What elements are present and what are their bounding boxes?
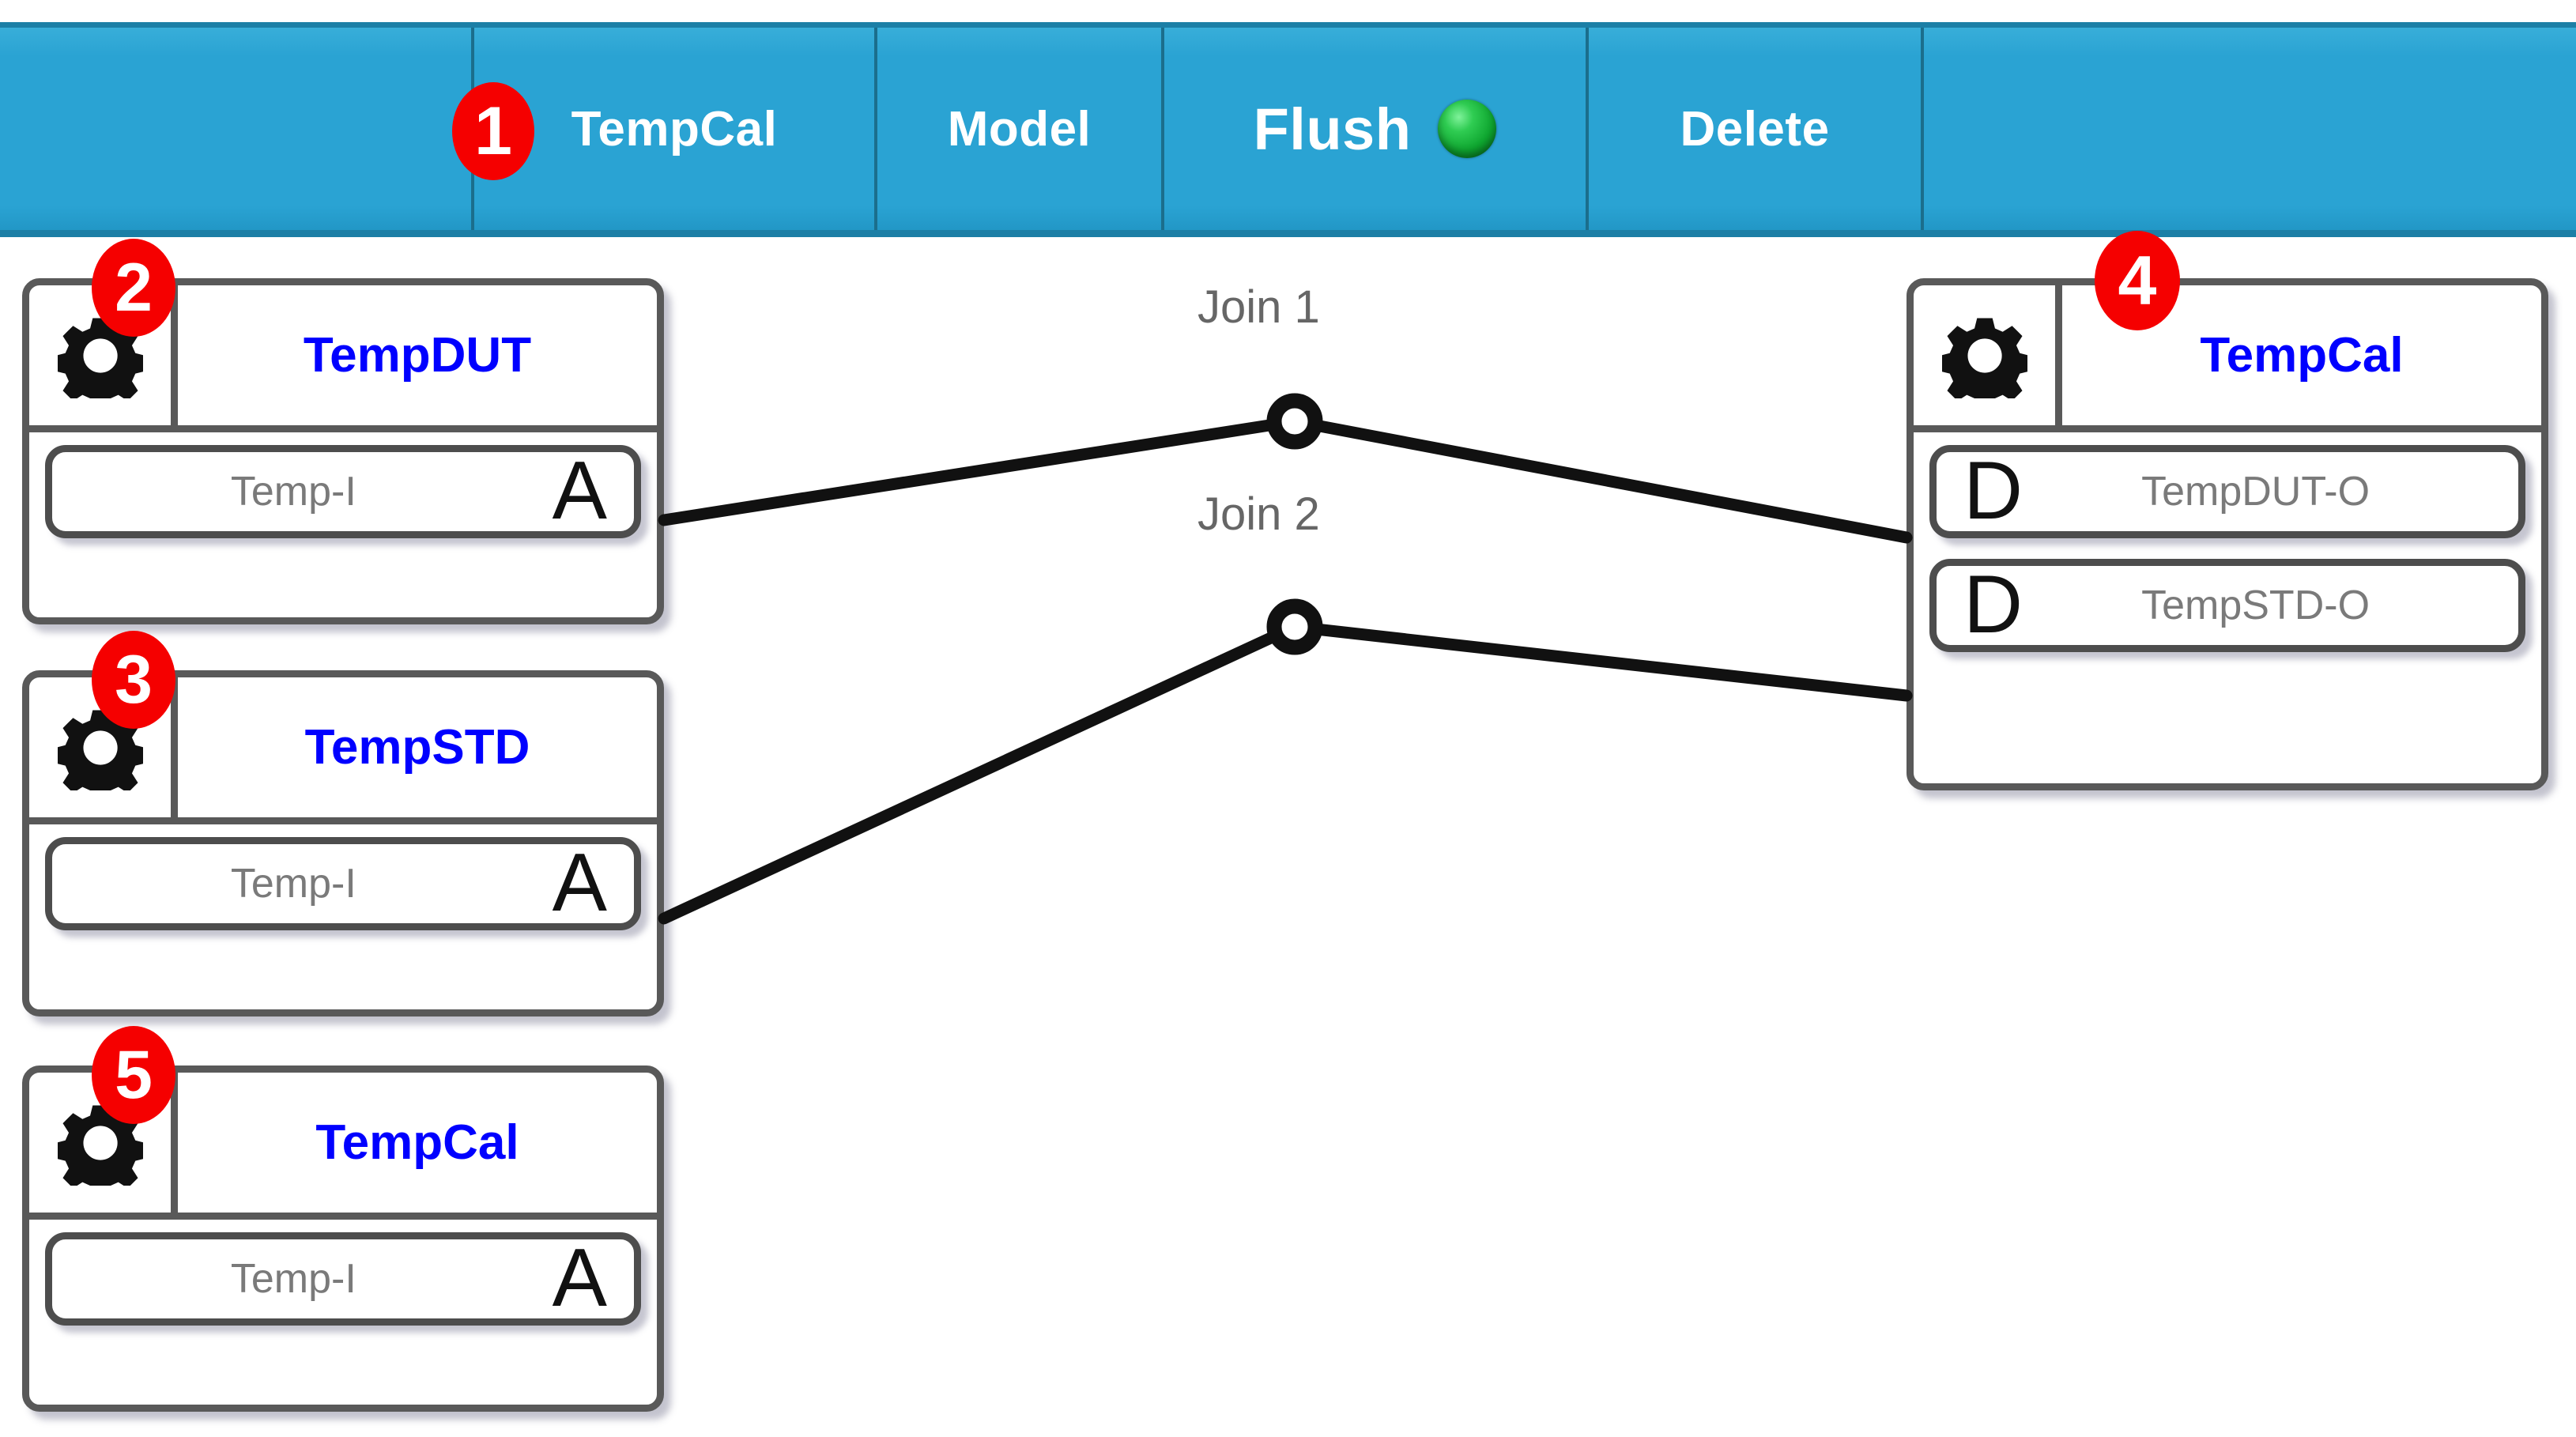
annotation-badge-4-number: 4 bbox=[2118, 241, 2157, 319]
node-body: Temp-I A bbox=[29, 824, 657, 945]
wire-tempstd-to-join2 bbox=[658, 620, 1301, 925]
node-settings-button-tempstd[interactable] bbox=[29, 677, 178, 817]
toolbar-item-tempcal[interactable]: TempCal bbox=[474, 28, 877, 230]
wire-join2-to-tempstd-o bbox=[1288, 620, 1913, 702]
node-title-tempcal-left: TempCal bbox=[315, 1115, 519, 1170]
node-body: Temp-I A bbox=[29, 432, 657, 553]
gear-icon bbox=[1941, 317, 2027, 398]
node-title-tempstd: TempSTD bbox=[304, 720, 530, 775]
node-title-tempdut: TempDUT bbox=[303, 328, 532, 383]
node-header: TempCal bbox=[1914, 285, 2541, 432]
toolbar-item-delete-label: Delete bbox=[1680, 101, 1830, 157]
join-1-label: Join 1 bbox=[1197, 281, 1320, 333]
wire-join1-to-tempdut-o bbox=[1288, 415, 1913, 544]
port-label: Temp-I bbox=[230, 1256, 356, 1302]
analog-port-glyph: A bbox=[552, 837, 607, 930]
port-temp-i-tempstd[interactable]: Temp-I A bbox=[45, 837, 641, 930]
join-node-2[interactable] bbox=[1266, 598, 1323, 655]
digital-port-glyph: D bbox=[1963, 445, 2023, 537]
annotation-badge-5: 5 bbox=[92, 1026, 175, 1124]
toolbar-item-delete[interactable]: Delete bbox=[1589, 28, 1924, 230]
annotation-badge-3-number: 3 bbox=[115, 642, 153, 718]
node-settings-button-tempcal-left[interactable] bbox=[29, 1073, 178, 1213]
toolbar-spacer-right bbox=[1924, 28, 2576, 230]
gear-icon bbox=[57, 709, 143, 790]
port-label: Temp-I bbox=[230, 469, 356, 515]
node-card-tempstd[interactable]: TempSTD Temp-I A bbox=[22, 670, 664, 1016]
toolbar-item-model-label: Model bbox=[947, 101, 1092, 157]
annotation-badge-2-number: 2 bbox=[115, 250, 153, 326]
node-body: Temp-I A bbox=[29, 1220, 657, 1340]
analog-port-glyph: A bbox=[552, 1232, 607, 1325]
annotation-badge-1-number: 1 bbox=[474, 93, 512, 169]
digital-port-glyph: D bbox=[1963, 559, 2023, 651]
node-title-tempcal-right: TempCal bbox=[2200, 328, 2404, 383]
annotation-badge-4: 4 bbox=[2095, 231, 2180, 330]
node-card-tempcal-right[interactable]: TempCal D TempDUT-O D TempSTD-O bbox=[1907, 278, 2548, 790]
toolbar-item-model[interactable]: Model bbox=[877, 28, 1164, 230]
node-title-cell: TempSTD bbox=[178, 677, 657, 817]
node-title-cell: TempDUT bbox=[178, 285, 657, 425]
node-header: TempSTD bbox=[29, 677, 657, 824]
toolbar-item-flush[interactable]: Flush bbox=[1164, 28, 1589, 230]
node-title-cell: TempCal bbox=[178, 1073, 657, 1213]
port-label: TempSTD-O bbox=[2141, 583, 2370, 628]
toolbar-item-tempcal-label: TempCal bbox=[571, 101, 778, 157]
toolbar-spacer-left bbox=[0, 28, 474, 230]
node-title-cell: TempCal bbox=[2062, 285, 2541, 425]
node-settings-button-tempdut[interactable] bbox=[29, 285, 178, 425]
green-led-icon bbox=[1438, 100, 1497, 158]
top-toolbar: TempCal Model Flush Delete bbox=[0, 22, 2576, 237]
annotation-badge-2: 2 bbox=[92, 239, 175, 337]
node-header: TempCal bbox=[29, 1073, 657, 1220]
node-body: D TempDUT-O D TempSTD-O bbox=[1914, 432, 2541, 666]
analog-port-glyph: A bbox=[552, 445, 607, 537]
port-temp-i-tempdut[interactable]: Temp-I A bbox=[45, 445, 641, 538]
annotation-badge-1: 1 bbox=[452, 82, 534, 180]
port-label: Temp-I bbox=[230, 861, 356, 907]
toolbar-item-flush-label: Flush bbox=[1253, 96, 1412, 162]
port-temp-i-tempcal-left[interactable]: Temp-I A bbox=[45, 1232, 641, 1326]
node-settings-button-tempcal-right[interactable] bbox=[1914, 285, 2062, 425]
port-tempstd-o[interactable]: D TempSTD-O bbox=[1929, 559, 2525, 652]
node-header: TempDUT bbox=[29, 285, 657, 432]
gear-icon bbox=[57, 317, 143, 398]
port-tempdut-o[interactable]: D TempDUT-O bbox=[1929, 445, 2525, 538]
gear-icon bbox=[57, 1104, 143, 1186]
join-2-label: Join 2 bbox=[1197, 488, 1320, 540]
port-label: TempDUT-O bbox=[2141, 469, 2370, 515]
annotation-badge-3: 3 bbox=[92, 631, 175, 729]
annotation-badge-5-number: 5 bbox=[115, 1037, 153, 1113]
join-node-1[interactable] bbox=[1266, 393, 1323, 450]
